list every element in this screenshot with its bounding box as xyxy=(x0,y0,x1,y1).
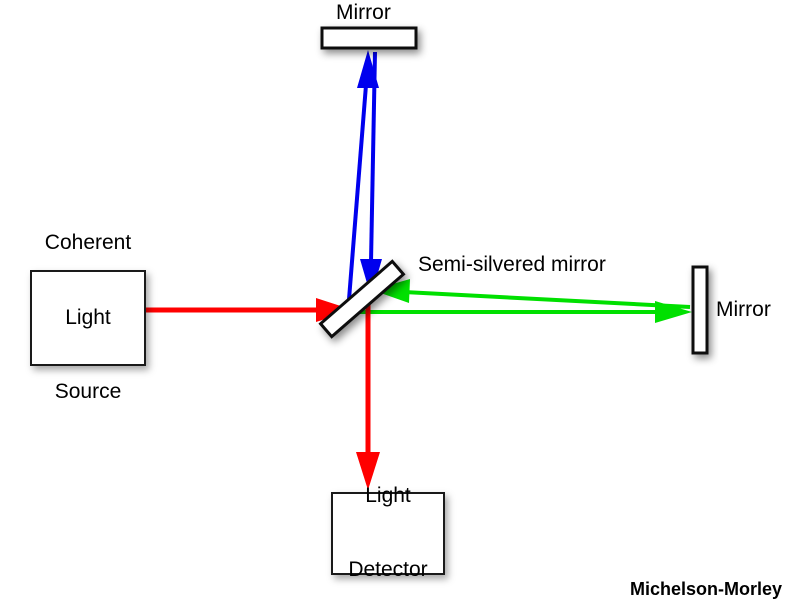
semi-silvered-mirror-label: Semi-silvered mirror xyxy=(418,253,606,276)
beam-source-to-splitter xyxy=(145,298,353,322)
detector-label-line2: Detector xyxy=(348,558,428,582)
light-detector-box: Light Detector xyxy=(331,484,445,581)
detector-label-line1: Light xyxy=(365,483,411,507)
beam-top-mirror-to-splitter xyxy=(360,51,382,297)
source-label-line3: Source xyxy=(54,379,122,403)
diagram-title-line1: Michelson-Morley xyxy=(629,578,782,599)
top-mirror xyxy=(320,26,418,50)
beam-right-mirror-to-splitter xyxy=(372,279,691,309)
coherent-light-source-label: Coherent Light Source xyxy=(45,182,131,454)
blue-beam-group xyxy=(346,50,382,313)
source-label-line2: Light xyxy=(65,305,111,329)
diagram-title: Michelson-Morley Experiment xyxy=(482,528,782,600)
semi-silvered-mirror xyxy=(318,259,406,339)
coherent-light-source-box: Coherent Light Source xyxy=(30,231,146,403)
beam-splitter-to-detector xyxy=(356,300,380,490)
top-mirror-label: Mirror xyxy=(336,1,391,24)
source-label-line1: Coherent xyxy=(44,231,132,255)
light-detector-label: Light Detector xyxy=(348,434,427,600)
right-mirror-label: Mirror xyxy=(716,298,771,321)
right-mirror xyxy=(691,265,709,355)
green-beam-group xyxy=(352,279,692,323)
